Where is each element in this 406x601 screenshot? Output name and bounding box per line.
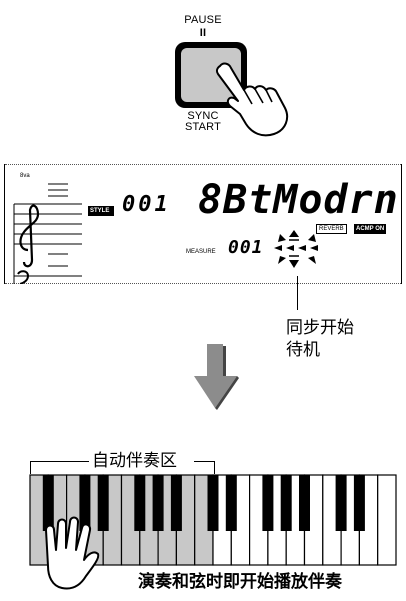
pause-symbol: II: [199, 27, 207, 39]
black-key[interactable]: [207, 475, 219, 531]
piano-keyboard: [29, 474, 397, 566]
black-key[interactable]: [280, 475, 292, 531]
callout-text-line2: 待机: [286, 340, 320, 360]
treble-clef-icon: [19, 204, 40, 268]
black-key[interactable]: [262, 475, 274, 531]
black-key[interactable]: [225, 475, 237, 531]
white-key[interactable]: [377, 474, 397, 566]
black-key[interactable]: [353, 475, 365, 531]
measure-label: MEASURE: [186, 249, 216, 255]
black-key[interactable]: [170, 475, 182, 531]
style-badge: STYLE: [88, 206, 114, 216]
zone-bracket-left: [30, 461, 89, 474]
style-number: 001: [122, 192, 171, 217]
acmp-on-tag-text: ACMP ON: [356, 226, 385, 232]
black-key[interactable]: [97, 475, 109, 531]
reverb-tag-text: REVERB: [319, 226, 344, 232]
beat-arrow-up-icon: [289, 230, 299, 237]
callout-text-line1: 同步开始: [286, 318, 354, 338]
black-key[interactable]: [299, 475, 310, 531]
music-staff: [13, 183, 82, 284]
beat-arrow-down-icon: [289, 260, 299, 268]
pause-label: PAUSE: [184, 14, 222, 26]
instruction-text: 演奏和弦时即开始播放伴奏: [138, 572, 342, 592]
sync-label: SYNC: [187, 110, 219, 122]
playing-hand-icon: [45, 516, 100, 590]
bass-clef-icon: [17, 270, 30, 284]
black-key[interactable]: [42, 475, 54, 531]
start-label: START: [184, 121, 222, 133]
pointing-hand-icon: [215, 62, 289, 137]
measure-number: 001: [228, 237, 264, 258]
auto-accompaniment-zone-label: 自动伴奏区: [92, 451, 177, 471]
octave-marker: 8va: [20, 173, 30, 179]
lcd-display: [4, 164, 402, 284]
style-name: 8BtModrn: [198, 177, 399, 223]
lcd-display-bottom-border: [5, 283, 401, 284]
style-badge-text: STYLE: [90, 208, 110, 214]
black-key[interactable]: [152, 475, 164, 531]
black-key[interactable]: [79, 475, 91, 531]
zone-bracket-right: [194, 461, 215, 474]
beat-indicator-arrows: [274, 230, 318, 268]
reverb-tag: REVERB: [316, 224, 347, 234]
lcd-display-top-border: [5, 164, 401, 165]
black-key[interactable]: [134, 475, 146, 531]
callout-line: [297, 276, 298, 310]
black-key[interactable]: [335, 475, 347, 531]
down-arrow-icon: [194, 344, 239, 410]
acmp-on-tag: ACMP ON: [354, 224, 387, 234]
